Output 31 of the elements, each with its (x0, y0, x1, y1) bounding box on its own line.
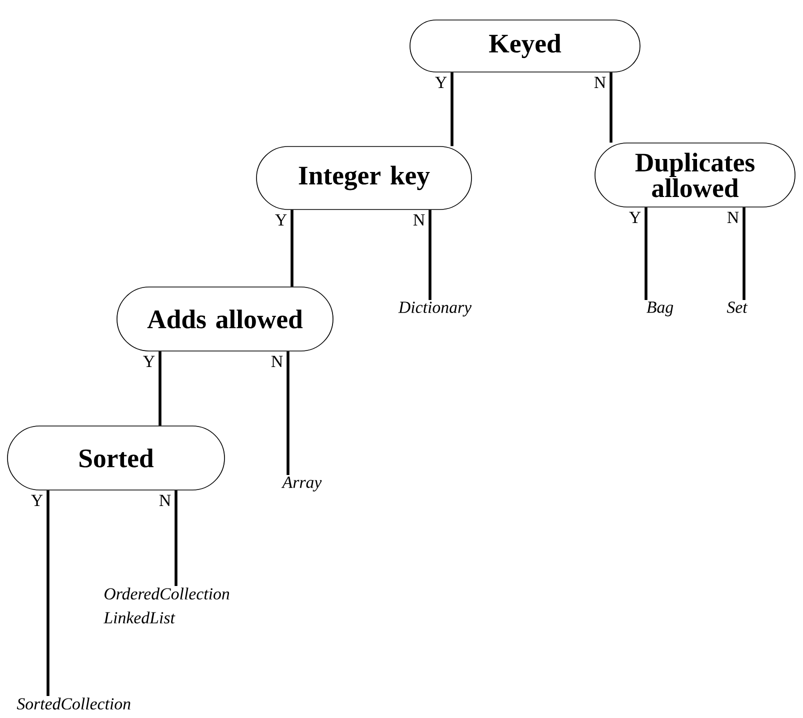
class-name: SortedCollection (16, 698, 130, 710)
edge-label: Y (31, 494, 43, 506)
branch-line (290, 210, 294, 287)
edge-label: Y (629, 212, 641, 223)
decision-box: Adds allowed (116, 286, 334, 352)
edge-label: Y (435, 76, 447, 88)
decision-box: Sorted (7, 426, 225, 490)
edge-label: N (413, 214, 425, 226)
branch-line (742, 207, 746, 300)
decision-box: Duplicates allowed (594, 142, 796, 208)
branch-line (46, 490, 50, 696)
edge-label: N (594, 76, 606, 88)
class-name: OrderedCollection LinkedList (104, 588, 230, 624)
class-name: Array (281, 476, 322, 492)
edge-label: Y (143, 356, 155, 367)
edge-label: N (159, 494, 171, 506)
branch-line (428, 210, 432, 300)
branch-line (610, 72, 612, 143)
branch-line (450, 72, 454, 146)
decision-box: Integer key (256, 146, 472, 210)
branch-line (158, 351, 162, 426)
decision-box: Keyed (410, 20, 640, 72)
class-name: Bag (646, 302, 674, 316)
branch-line (644, 207, 648, 300)
edge-label: Y (275, 214, 287, 226)
branch-line (174, 490, 178, 586)
edge-label: N (727, 212, 739, 223)
branch-line (286, 351, 290, 475)
class-name: Set (726, 302, 748, 313)
class-name: Dictionary (398, 302, 472, 316)
edge-label: N (271, 356, 283, 367)
